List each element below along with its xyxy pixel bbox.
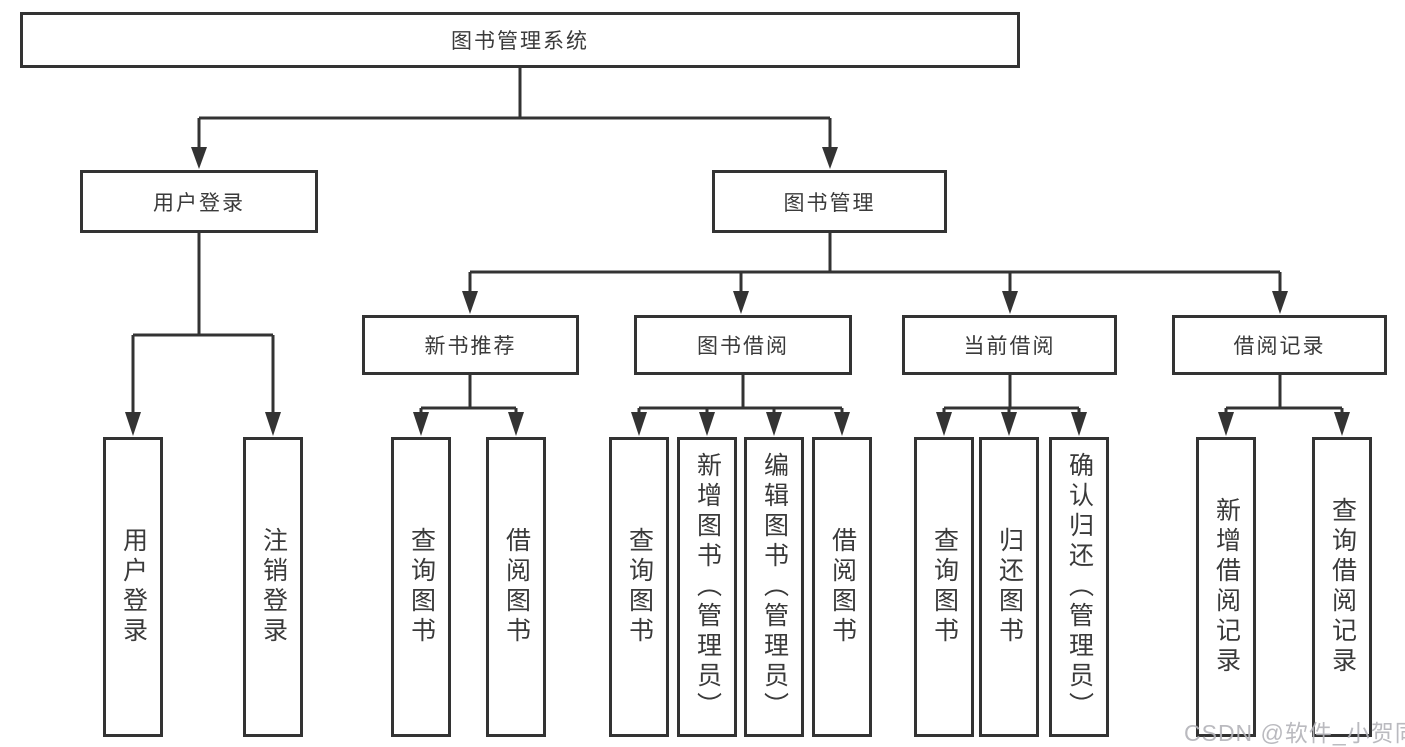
arrowheads-level2 (191, 147, 838, 169)
node-user-login: 用户登录 (80, 170, 318, 233)
node-new-book-recommend: 新书推荐 (362, 315, 579, 375)
leaf-edit-books-admin: 编辑图书（管理员） (744, 437, 804, 737)
connector-root-to-level2 (197, 65, 832, 150)
leaf-query-books-recommend: 查询图书 (391, 437, 451, 737)
arrowheads-leaves (413, 412, 1350, 436)
leaf-borrow-books-recommend: 借阅图书 (486, 437, 546, 737)
leaf-confirm-return-admin: 确认归还（管理员） (1049, 437, 1109, 737)
leaf-borrow-books: 借阅图书 (812, 437, 872, 737)
node-borrowing-records: 借阅记录 (1172, 315, 1387, 375)
connector-login-to-leaves (131, 233, 275, 414)
leaf-return-books: 归还图书 (979, 437, 1039, 737)
arrowheads-login-leaves (125, 412, 281, 436)
connector-level3-to-leaves (419, 375, 1344, 414)
leaf-query-books-current: 查询图书 (914, 437, 974, 737)
node-book-borrowing: 图书借阅 (634, 315, 852, 375)
leaf-logout: 注销登录 (243, 437, 303, 737)
leaf-query-books-borrow: 查询图书 (609, 437, 669, 737)
node-current-borrowing: 当前借阅 (902, 315, 1117, 375)
arrowheads-level3 (462, 291, 1288, 314)
csdn-watermark: CSDN @软件_小贺同学 (1184, 720, 1405, 746)
leaf-add-borrow-record: 新增借阅记录 (1196, 437, 1256, 737)
leaf-query-borrow-record: 查询借阅记录 (1312, 437, 1372, 737)
leaf-user-login: 用户登录 (103, 437, 163, 737)
leaf-add-books-admin: 新增图书（管理员） (677, 437, 737, 737)
node-book-management: 图书管理 (712, 170, 947, 233)
node-library-management-system: 图书管理系统 (20, 12, 1020, 68)
connector-mgmt-to-level3 (468, 233, 1282, 294)
